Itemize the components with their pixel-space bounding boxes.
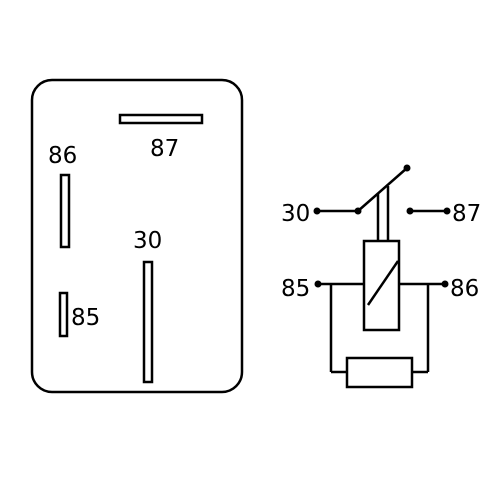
pin-87-label: 87 — [150, 136, 179, 162]
pin-87-blade — [118, 113, 204, 125]
pin-30-blade — [142, 260, 154, 384]
coil-slash — [366, 260, 400, 306]
pin-85-label: 85 — [71, 305, 100, 331]
relay-footprint: 87 86 30 85 — [30, 78, 244, 394]
switch-arm-tip-dot — [403, 164, 411, 172]
terminal-87-label: 87 — [452, 201, 481, 227]
pin-85-blade — [58, 291, 69, 338]
terminal-30-label: 30 — [281, 201, 310, 227]
switch-arm — [357, 167, 408, 212]
pin-86-label: 86 — [48, 143, 77, 169]
relay-housing — [30, 78, 244, 394]
terminal-85-label: 85 — [281, 276, 310, 302]
terminal-86-label: 86 — [450, 276, 479, 302]
terminal-87-dot — [443, 207, 451, 215]
resistor — [345, 356, 414, 389]
coil-box — [362, 239, 401, 332]
pin-30-label: 30 — [133, 228, 162, 254]
pin-86-blade — [59, 173, 71, 249]
relay-schematic: 30 87 85 86 — [281, 164, 481, 389]
